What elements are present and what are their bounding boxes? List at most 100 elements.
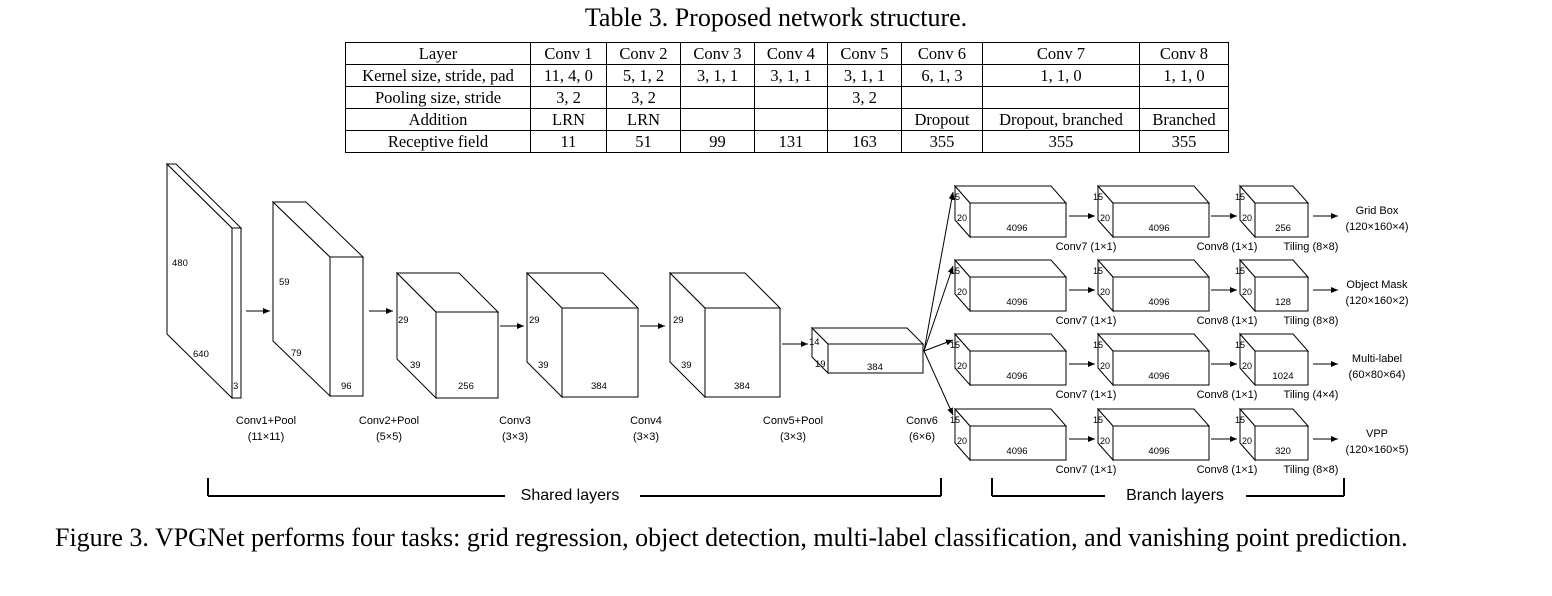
table-cell: Pooling size, stride xyxy=(345,86,531,109)
tiling-depth-label: 320 xyxy=(1275,446,1291,457)
arrow-conv5-conv6 xyxy=(782,341,808,347)
arrow-conv6-branch-4 xyxy=(923,350,954,416)
conv7-height-label: 15 xyxy=(950,415,960,425)
table-cell: 11 xyxy=(530,130,607,153)
conv8-width-label: 20 xyxy=(1100,213,1110,223)
conv1-width-label: 640 xyxy=(193,349,209,360)
conv8-width-label: 20 xyxy=(1100,361,1110,371)
tiling-volume xyxy=(1238,332,1310,387)
arrow-conv3-conv4 xyxy=(500,323,524,329)
shared-block-kernel-label: (5×5) xyxy=(376,431,402,443)
branch-output-size: (60×80×64) xyxy=(1349,369,1406,381)
conv7-depth-label: 4096 xyxy=(1006,297,1027,308)
conv1-depth-label: 3 xyxy=(233,381,238,392)
conv6-height-label: 14 xyxy=(809,337,820,348)
arrow-conv6-branch-2 xyxy=(923,265,954,352)
shared-block-kernel-label: (3×3) xyxy=(780,431,806,443)
table-cell: 3, 2 xyxy=(530,86,607,109)
conv7-volume xyxy=(953,258,1068,313)
table-cell: LRN xyxy=(530,108,607,131)
shared-block-label: Conv6 xyxy=(906,415,938,427)
conv8-volume xyxy=(1096,258,1211,313)
shared-block-label: Conv4 xyxy=(630,415,662,427)
conv8-width-label: 20 xyxy=(1100,436,1110,446)
tiling-width-label: 20 xyxy=(1242,213,1252,223)
conv2-volume xyxy=(271,200,365,398)
branch-output-size: (120×160×5) xyxy=(1346,444,1409,456)
conv5-height-label: 29 xyxy=(673,315,684,326)
conv7-volume xyxy=(953,407,1068,462)
conv3-height-label: 29 xyxy=(398,315,409,326)
conv7-depth-label: 4096 xyxy=(1006,223,1027,234)
conv8-volume xyxy=(1096,184,1211,239)
conv7-height-label: 15 xyxy=(950,266,960,276)
tiling-height-label: 15 xyxy=(1235,340,1245,350)
arrow-conv6-branch-1 xyxy=(923,191,955,352)
table-cell: 355 xyxy=(901,130,983,153)
arrow-conv2-conv3 xyxy=(369,308,393,314)
conv7-label: Conv7 (1×1) xyxy=(1056,464,1117,476)
table-cell: Conv 4 xyxy=(754,42,828,65)
tiling-height-label: 15 xyxy=(1235,266,1245,276)
conv6-width-label: 19 xyxy=(815,359,826,370)
conv6-depth-label: 384 xyxy=(867,362,883,373)
branch-layers-label: Branch layers xyxy=(1126,487,1224,504)
arrow-conv8-tiling xyxy=(1211,436,1237,442)
conv6-volume xyxy=(810,326,925,375)
conv8-volume xyxy=(1096,332,1211,387)
conv8-depth-label: 4096 xyxy=(1148,371,1169,382)
arrow-conv7-conv8 xyxy=(1069,287,1095,293)
arrow-tiling-output xyxy=(1313,287,1338,293)
table-cell: Receptive field xyxy=(345,130,531,153)
conv7-width-label: 20 xyxy=(957,287,967,297)
table-cell: 51 xyxy=(606,130,681,153)
conv7-width-label: 20 xyxy=(957,361,967,371)
conv8-height-label: 15 xyxy=(1093,340,1103,350)
table-cell: Conv 6 xyxy=(901,42,983,65)
conv8-label: Conv8 (1×1) xyxy=(1197,464,1258,476)
shared-block-label: Conv5+Pool xyxy=(763,415,823,427)
conv2-depth-label: 96 xyxy=(341,381,352,392)
table-cell: Dropout xyxy=(901,108,983,131)
arrow-conv4-conv5 xyxy=(640,323,665,329)
branch-output-name: Object Mask xyxy=(1346,279,1408,291)
tiling-volume xyxy=(1238,258,1310,313)
conv7-width-label: 20 xyxy=(957,213,967,223)
conv7-volume xyxy=(953,332,1068,387)
branch-output-size: (120×160×4) xyxy=(1346,221,1409,233)
table-cell: Dropout, branched xyxy=(982,108,1140,131)
conv8-label: Conv8 (1×1) xyxy=(1197,241,1258,253)
conv8-volume xyxy=(1096,407,1211,462)
table-cell: 3, 2 xyxy=(606,86,681,109)
arrow-conv6-branch-3 xyxy=(923,339,954,352)
conv3-width-label: 39 xyxy=(410,360,421,371)
arrow-tiling-output xyxy=(1313,436,1338,442)
conv8-label: Conv8 (1×1) xyxy=(1197,315,1258,327)
conv4-height-label: 29 xyxy=(529,315,540,326)
arrow-tiling-output xyxy=(1313,213,1338,219)
tiling-width-label: 20 xyxy=(1242,361,1252,371)
conv8-depth-label: 4096 xyxy=(1148,223,1169,234)
table-cell: 1, 1, 0 xyxy=(982,64,1140,87)
table-title: Table 3. Proposed network structure. xyxy=(584,3,968,32)
branch-output-name: Multi-label xyxy=(1352,353,1402,365)
conv8-width-label: 20 xyxy=(1100,287,1110,297)
shared-block-kernel-label: (3×3) xyxy=(502,431,528,443)
table-cell: Conv 5 xyxy=(827,42,902,65)
arrow-tiling-output xyxy=(1313,361,1338,367)
conv7-label: Conv7 (1×1) xyxy=(1056,241,1117,253)
conv1-volume xyxy=(165,162,243,400)
tiling-label: Tiling (8×8) xyxy=(1284,315,1339,327)
conv7-label: Conv7 (1×1) xyxy=(1056,315,1117,327)
arrow-conv8-tiling xyxy=(1211,213,1237,219)
tiling-volume xyxy=(1238,184,1310,239)
conv8-height-label: 15 xyxy=(1093,415,1103,425)
table-cell: 5, 1, 2 xyxy=(606,64,681,87)
table-cell: 99 xyxy=(680,130,755,153)
arrow-conv8-tiling xyxy=(1211,361,1237,367)
tiling-width-label: 20 xyxy=(1242,287,1252,297)
